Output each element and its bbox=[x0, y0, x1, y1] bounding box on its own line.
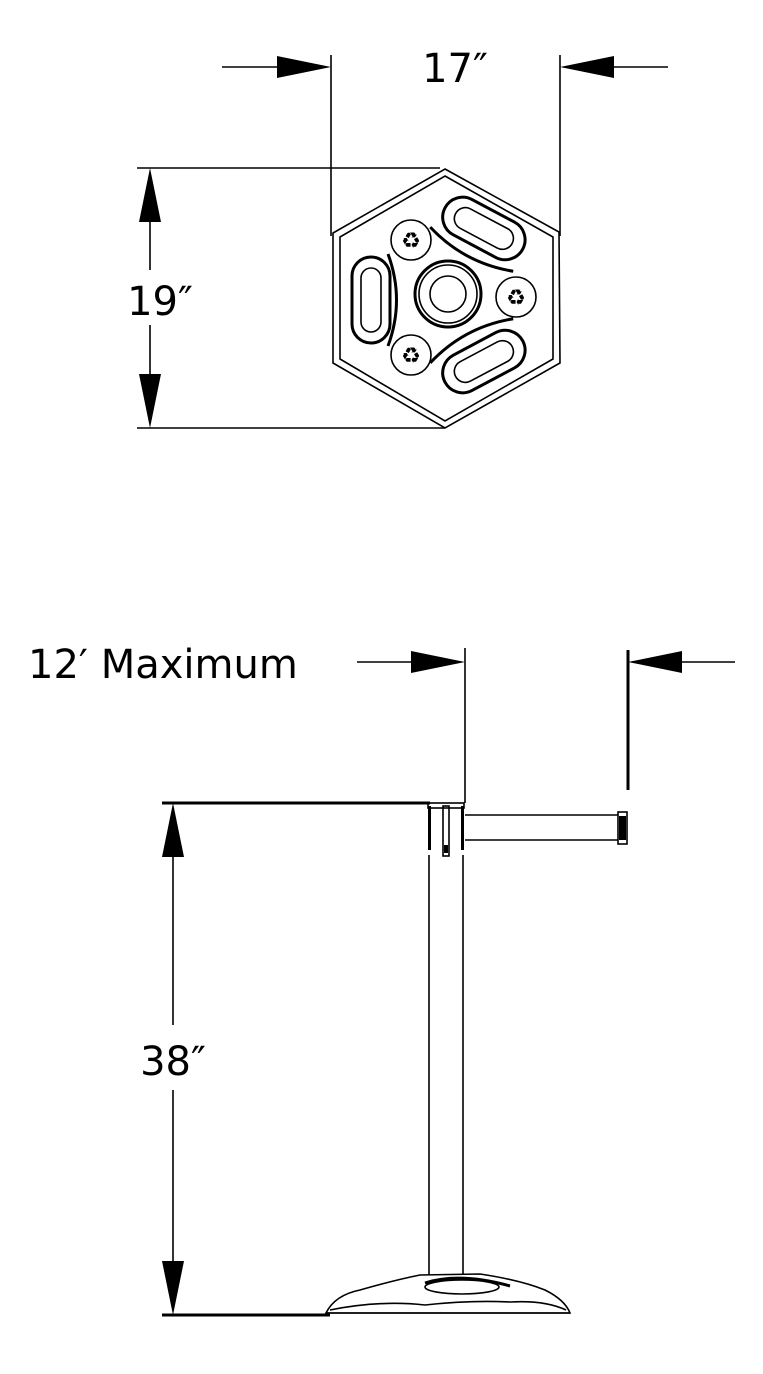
hexagon-outer bbox=[332, 168, 561, 429]
arrowhead-right-icon bbox=[277, 56, 331, 78]
center-socket-inner bbox=[429, 275, 467, 313]
arrowhead-up-icon bbox=[139, 168, 161, 222]
center-socket-outer bbox=[413, 259, 483, 329]
arrowhead-right-icon bbox=[411, 651, 465, 673]
width-label: 17″ bbox=[422, 46, 488, 92]
extension-label: 12′ Maximum bbox=[28, 642, 298, 688]
center-socket-ring bbox=[418, 264, 478, 324]
handle-slot-left bbox=[350, 253, 398, 347]
width-dimension: 17″ bbox=[222, 46, 668, 236]
svg-text:♻: ♻ bbox=[506, 286, 526, 311]
height-label: 38″ bbox=[140, 1039, 206, 1085]
svg-text:♻: ♻ bbox=[401, 229, 421, 254]
handle-slot-lower-right bbox=[429, 317, 527, 395]
hexagon-inner bbox=[339, 175, 554, 422]
arrowhead-left-icon bbox=[628, 651, 682, 673]
arrowhead-up-icon bbox=[162, 803, 184, 857]
recycle-icon: ♻ bbox=[390, 334, 432, 376]
recycle-icon: ♻ bbox=[390, 219, 432, 261]
recycle-icon: ♻ bbox=[495, 276, 537, 318]
arrowhead-down-icon bbox=[162, 1261, 184, 1315]
depth-dimension: 19″ bbox=[127, 167, 445, 429]
arrowhead-down-icon bbox=[139, 374, 161, 428]
side-view: 12′ Maximum 38″ bbox=[28, 642, 735, 1317]
post-head bbox=[427, 802, 465, 857]
height-dimension: 38″ bbox=[140, 801, 430, 1317]
svg-text:♻: ♻ bbox=[401, 344, 421, 369]
extension-dimension bbox=[357, 648, 735, 803]
stanchion-post bbox=[427, 802, 628, 1275]
retractable-belt-arm bbox=[465, 811, 628, 845]
depth-label: 19″ bbox=[127, 279, 193, 325]
arrowhead-left-icon bbox=[560, 56, 614, 78]
top-view: 17″ 19″ ♻ ♻ ♻ bbox=[127, 46, 668, 429]
handle-slot-upper-right bbox=[429, 195, 527, 273]
stanchion-base bbox=[324, 1273, 572, 1314]
base-top-outline: ♻ ♻ ♻ bbox=[332, 168, 561, 429]
